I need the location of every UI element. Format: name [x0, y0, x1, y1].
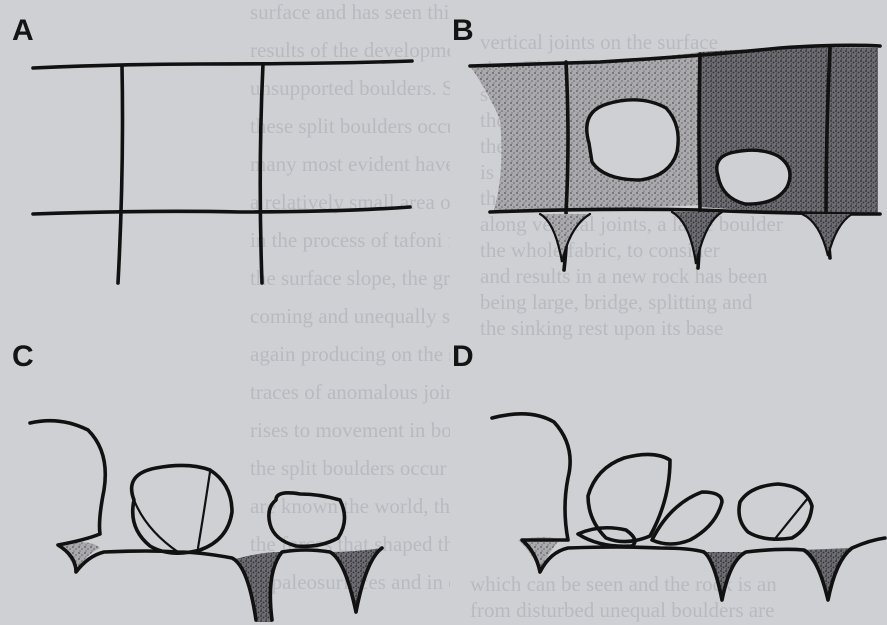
panel-a-vertical-joint-left	[118, 66, 123, 283]
panel-b-tafoni-hollow-right	[717, 150, 790, 204]
panel-d-separated-boulders	[492, 414, 885, 600]
panel-d-boulder-second	[739, 484, 812, 539]
panel-d-second-crack	[774, 498, 808, 540]
panel-c-boulder-small	[269, 493, 345, 546]
panel-label-b: B	[452, 14, 474, 48]
panel-b-tafoni-hollow-left	[587, 100, 678, 180]
panel-a-top-surface	[33, 61, 412, 68]
panel-c-rock-profile	[30, 421, 382, 620]
panel-c-boulder-large	[132, 465, 232, 553]
panel-label-d: D	[452, 340, 474, 374]
panel-b-tafoni-blocks	[470, 45, 880, 270]
panel-label-c: C	[12, 340, 34, 374]
panel-c-split-crack	[198, 472, 210, 548]
panel-d-boulder-half-right	[652, 492, 722, 544]
panel-c-split-boulders	[30, 421, 382, 622]
panel-a-horizontal-joint	[33, 207, 410, 214]
panel-a-vertical-joint-right	[260, 64, 263, 283]
panel-label-a: A	[12, 14, 34, 48]
panel-a-joint-grid	[33, 61, 412, 283]
panel-b-weathered-block-left	[470, 62, 574, 213]
